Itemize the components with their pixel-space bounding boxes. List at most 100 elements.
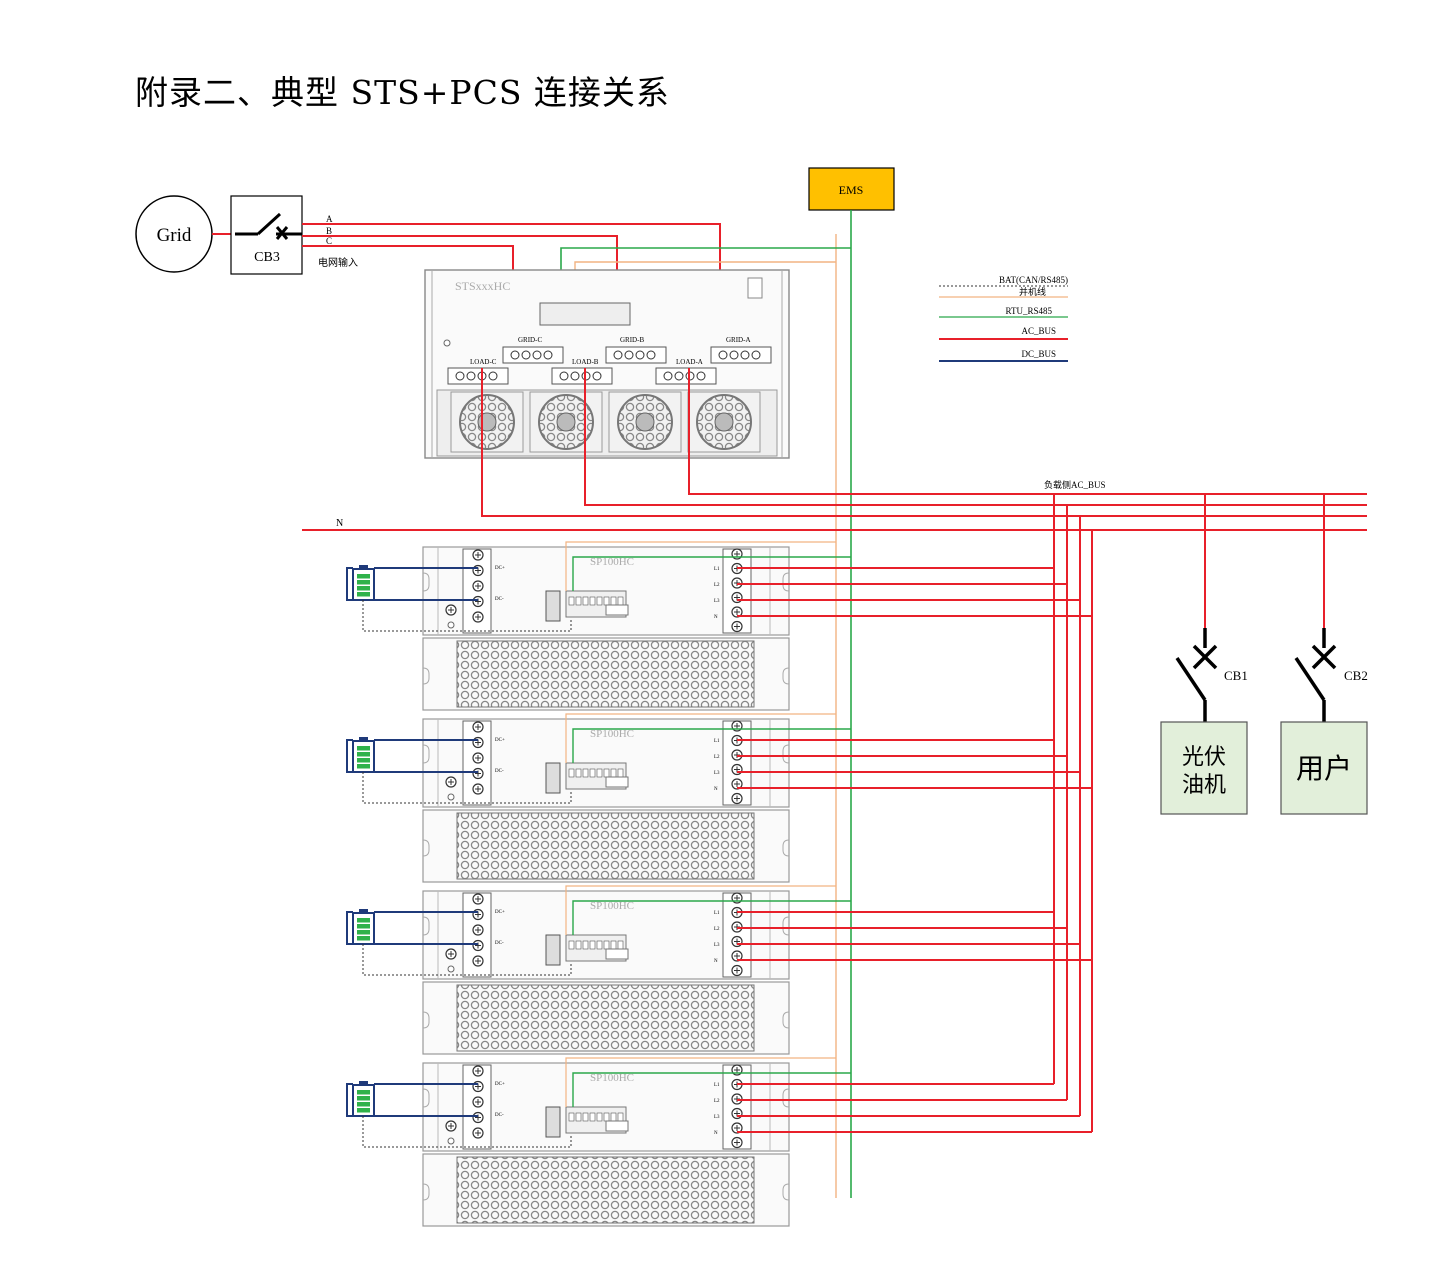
ac-phase-label: L1: [714, 1083, 720, 1088]
ac-phase-label: L3: [714, 943, 720, 948]
bat-comm-line: [362, 772, 572, 804]
comm-port-icon: [545, 590, 561, 622]
dip-switch-icon: [605, 604, 629, 616]
screw-icon: [731, 1136, 743, 1149]
indicator-icon: [447, 793, 455, 801]
screw-icon: [472, 939, 484, 952]
handle-icon: [422, 1183, 430, 1201]
terminal-screw-icon: [466, 371, 476, 381]
dc-plus-label: DC+: [495, 910, 505, 915]
terminal-screw-icon: [740, 350, 750, 360]
sts-indicator-icon: [443, 339, 451, 347]
handle-icon: [422, 1088, 430, 1108]
dc-minus-line: [346, 739, 478, 773]
pin-icon: [582, 596, 589, 606]
screw-icon: [472, 580, 484, 592]
grid-b-terminal-label: GRID-B: [620, 336, 644, 344]
handle-icon: [782, 1088, 790, 1108]
screw-icon: [472, 595, 484, 608]
battery-cell-icon: [357, 1096, 370, 1101]
cb2-label: CB2: [1344, 668, 1368, 683]
battery-cell-icon: [357, 592, 370, 597]
battery-cap-icon: [359, 909, 368, 913]
ac-terminal-strip: [722, 548, 752, 634]
legend-rtu-label: RTU_RS485: [1006, 306, 1053, 316]
handle-icon: [422, 744, 430, 764]
ground-screw-icon: [445, 604, 457, 616]
grid-a-terminal-label: GRID-A: [726, 336, 751, 344]
legend-parallel-label: 并机线: [1019, 286, 1046, 297]
cb1-label: CB1: [1224, 668, 1248, 683]
battery-cell-icon: [357, 1108, 370, 1113]
bat-comm-line: [362, 600, 572, 632]
battery-cap-icon: [359, 1081, 368, 1085]
ac-phase-label: L2: [714, 1099, 720, 1104]
cb3-label: CB3: [254, 250, 280, 265]
sts-unit: STSxxxHC GRID-C GRID-B GRID-A LOAD-C LOA…: [424, 269, 790, 459]
terminal-screw-icon: [718, 350, 728, 360]
neutral-label: N: [336, 518, 343, 529]
screw-icon: [731, 792, 743, 805]
terminal-screw-icon: [510, 350, 520, 360]
load-c-terminal-label: LOAD-C: [470, 358, 497, 366]
handle-icon: [422, 839, 430, 857]
genset-label: 油机: [1182, 772, 1226, 797]
indicator-icon: [447, 1137, 455, 1145]
pin-icon: [589, 940, 596, 950]
screw-icon: [472, 955, 484, 967]
terminal-screw-icon: [646, 350, 656, 360]
bat-comm-line: [362, 1116, 572, 1148]
pin-icon: [568, 940, 575, 950]
terminal-screw-icon: [751, 350, 761, 360]
pin-icon: [596, 940, 603, 950]
pin-icon: [610, 940, 617, 950]
pin-icon: [610, 768, 617, 778]
dc-plus-label: DC+: [495, 566, 505, 571]
screw-icon: [472, 893, 484, 905]
battery-cell-icon: [357, 924, 370, 929]
pin-icon: [617, 1112, 624, 1122]
terminal-screw-icon: [624, 350, 634, 360]
pcs-model-label: SP100HC: [590, 556, 634, 568]
ac-phase-label: L2: [714, 583, 720, 588]
pin-icon: [596, 768, 603, 778]
terminal-screw-icon: [570, 371, 580, 381]
sts-comm-port-block: [539, 302, 631, 326]
comm-port-icon: [545, 934, 561, 966]
load-side-ac-bus: [481, 368, 1367, 517]
dc-minus-line: [346, 567, 478, 601]
legend: BAT(CAN/RS485) 并机线 RTU_RS485 AC_BUS DC_B…: [939, 275, 1068, 362]
pin-icon: [575, 1112, 582, 1122]
pin-icon: [582, 940, 589, 950]
dip-switch-icon: [605, 948, 629, 960]
pin-icon: [575, 768, 582, 778]
handle-icon: [782, 839, 790, 857]
terminal-screw-icon: [543, 350, 553, 360]
fan-icon: [687, 391, 761, 453]
comm-port-icon: [545, 1106, 561, 1138]
parallel-link: [565, 1057, 836, 1107]
vent-mesh: [456, 984, 755, 1052]
dc-plus-label: DC+: [495, 738, 505, 743]
indicator-icon: [447, 621, 455, 629]
ac-phase-label: L1: [714, 911, 720, 916]
screw-icon: [472, 611, 484, 623]
cb2-switch-icon: [1294, 628, 1337, 722]
pcs-model-label: SP100HC: [590, 728, 634, 740]
bat-comm-line: [362, 944, 572, 976]
comm-port-icon: [545, 762, 561, 794]
dc-minus-label: DC-: [495, 769, 504, 774]
vent-mesh: [456, 812, 755, 880]
screw-icon: [472, 767, 484, 780]
dip-switch-icon: [605, 1120, 629, 1132]
battery-cell-icon: [357, 764, 370, 769]
handle-icon: [782, 572, 790, 592]
parallel-link: [565, 713, 836, 763]
pcs-ac-bus-verticals: [1053, 494, 1093, 1132]
pin-icon: [603, 1112, 610, 1122]
ground-screw-icon: [445, 1120, 457, 1132]
handle-icon: [422, 667, 430, 685]
rtu-link: [572, 728, 851, 763]
